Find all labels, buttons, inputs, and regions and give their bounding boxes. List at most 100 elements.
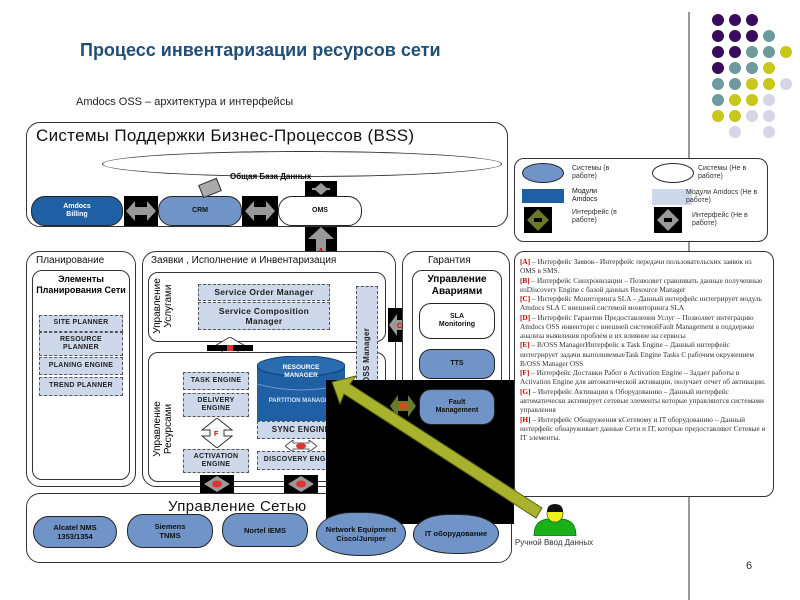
module-label: Service Order Manager <box>214 287 314 298</box>
legend-label: Интерфейс (в работе) <box>572 209 617 225</box>
decor-dot <box>746 14 758 26</box>
system-siemens-tnms[interactable]: Siemens TNMS <box>127 514 213 548</box>
legend-swatch-system-not-working <box>652 163 694 183</box>
system-amdocs-billing[interactable]: Amdocs Billing <box>31 196 123 226</box>
interface-description: – Интерфейс Заявок– Интерфейс передачи п… <box>520 257 752 276</box>
decor-dot <box>763 126 775 138</box>
legend-swatch-interface-not-working <box>654 207 682 233</box>
interface-crm-oms[interactable] <box>242 196 278 226</box>
decor-dot <box>712 78 724 90</box>
manual-input-user[interactable] <box>530 504 580 537</box>
module-resource-planner[interactable]: RESOURCE PLANNER <box>39 332 123 356</box>
system-oms[interactable]: OMS <box>278 196 362 226</box>
planning-group-title: Элементы Планирования Сети <box>36 274 126 295</box>
system-label: Alcatel NMS 1353/1354 <box>53 523 97 541</box>
module-label: DELIVERY ENGINE <box>197 396 235 412</box>
slide-title: Процесс инвентаризации ресурсов сети <box>80 40 441 60</box>
system-label: Fault Management <box>435 398 479 414</box>
cloud-network-equipment[interactable]: Network Equipment Cisco/Juniper <box>316 512 406 556</box>
partition-manager-label: PARTITION MANAGER <box>268 398 334 404</box>
page-number: 6 <box>746 560 753 572</box>
module-label: RESOURCE PLANNER <box>59 335 103 351</box>
decor-dot <box>746 110 758 122</box>
resource-management-label: Управление Ресурсами <box>152 362 174 462</box>
cloud-label: IT оборудование <box>424 529 488 539</box>
system-label: TTS <box>450 359 464 367</box>
double-arrow-icon <box>245 201 275 221</box>
legend-label: Системы (в работе) <box>572 165 610 181</box>
shared-database <box>102 151 502 177</box>
bss-title: Системы Поддержки Бизнес-Процессов (BSS) <box>36 126 415 145</box>
system-crm[interactable]: CRM <box>158 196 242 226</box>
decor-dot <box>712 62 724 74</box>
interface-tag: [G] <box>520 386 531 396</box>
interface-note: [G] – Интерфейс Активации к Оборудованию… <box>520 387 768 415</box>
system-nortel-iems[interactable]: Nortel IEMS <box>222 513 308 547</box>
system-label: Nortel IEMS <box>243 525 287 535</box>
module-activation-engine[interactable]: ACTIVATION ENGINE <box>183 449 249 473</box>
decor-dot <box>712 30 724 42</box>
interface-note: [D] – Интерфейс Гарантии Предоставления … <box>520 313 768 341</box>
system-sla-monitoring[interactable]: SLA Monitoring <box>419 303 495 339</box>
vertical-label: Управление Услугами <box>152 278 174 334</box>
module-label: Service Composition Manager <box>218 305 310 326</box>
system-alcatel-nms[interactable]: Alcatel NMS 1353/1354 <box>33 516 117 548</box>
interface-description: – Интерфейс Активации к Оборудованию – Д… <box>520 386 764 415</box>
decor-dot <box>729 126 741 138</box>
decor-dot <box>746 62 758 74</box>
module-site-planner[interactable]: SITE PLANNER <box>39 315 123 332</box>
cloud-it-equipment[interactable]: IT оборудование <box>413 514 499 554</box>
interface-note: [B] – Интерфейс Синхронизации – Позволяе… <box>520 276 768 295</box>
interface-oms-db[interactable] <box>305 181 337 196</box>
legend-label: Модули Amdocs (Не в работе) <box>686 189 758 205</box>
interface-f[interactable]: F <box>200 417 234 449</box>
module-service-order-manager[interactable]: Service Order Manager <box>198 284 330 301</box>
horizontal-double-arrow-icon <box>390 395 416 417</box>
module-label: ACTIVATION ENGINE <box>193 452 239 468</box>
assurance-title: Гарантия <box>428 255 471 266</box>
interface-tag: F <box>214 431 219 438</box>
interface-h[interactable] <box>284 475 318 493</box>
module-task-engine[interactable]: TASK ENGINE <box>183 372 249 390</box>
system-fault-management[interactable]: Fault Management <box>419 389 495 425</box>
module-planing-engine[interactable]: PLANING ENGINE <box>39 357 123 375</box>
module-label: TASK ENGINE <box>190 376 242 384</box>
decor-dot <box>729 110 741 122</box>
module-delivery-engine[interactable]: DELIVERY ENGINE <box>183 393 249 417</box>
legend-swatch-system-working <box>522 163 564 183</box>
module-trend-planner[interactable]: TREND PLANNER <box>39 377 123 396</box>
legend-label: Модули Amdocs <box>572 188 598 204</box>
planning-elements-group <box>32 270 130 480</box>
decor-dot <box>746 30 758 42</box>
network-management-title: Управление Сетью <box>168 498 307 515</box>
system-tts[interactable]: TTS <box>419 349 495 379</box>
slide-subtitle: Amdocs OSS – архитектура и интерфейсы <box>76 96 294 108</box>
fault-management-group-title: Управление Авариями <box>427 274 487 297</box>
decor-dot <box>729 46 741 58</box>
interface-description: – Интерфейс Доставки Работ в Activation … <box>520 368 766 387</box>
cloud-label: Network Equipment Cisco/Juniper <box>325 524 397 543</box>
interface-g[interactable] <box>200 475 234 493</box>
decor-dot <box>763 78 775 90</box>
module-service-composition-manager[interactable]: Service Composition Manager <box>198 302 330 330</box>
module-label: TREND PLANNER <box>49 382 113 390</box>
decor-dot <box>763 110 775 122</box>
interface-description: – Интерфейс Гарантии Предоставления Услу… <box>520 312 755 341</box>
planning-title: Планирование <box>36 255 105 266</box>
interface-b[interactable] <box>284 439 318 453</box>
vertical-double-arrow-icon: F <box>200 417 234 449</box>
legend-label: Системы (Не в работе) <box>698 165 747 181</box>
interface-billing-crm[interactable] <box>124 196 158 226</box>
interface-d[interactable] <box>390 392 416 420</box>
interface-tag: C <box>397 323 402 330</box>
decor-dot <box>729 78 741 90</box>
interface-tag: [C] <box>520 294 531 304</box>
decor-dot <box>763 46 775 58</box>
interface-note: [E] – B/OSS ManagerИнтерфейс к Task Engi… <box>520 340 768 368</box>
vertical-double-arrow-icon <box>204 476 230 492</box>
decor-dot <box>712 14 724 26</box>
decor-dot <box>729 14 741 26</box>
module-label: SYNC ENGINE <box>271 425 331 435</box>
interface-tag: [A] <box>520 257 531 266</box>
interface-note: [F] – Интерфейс Доставки Работ в Activat… <box>520 368 768 387</box>
